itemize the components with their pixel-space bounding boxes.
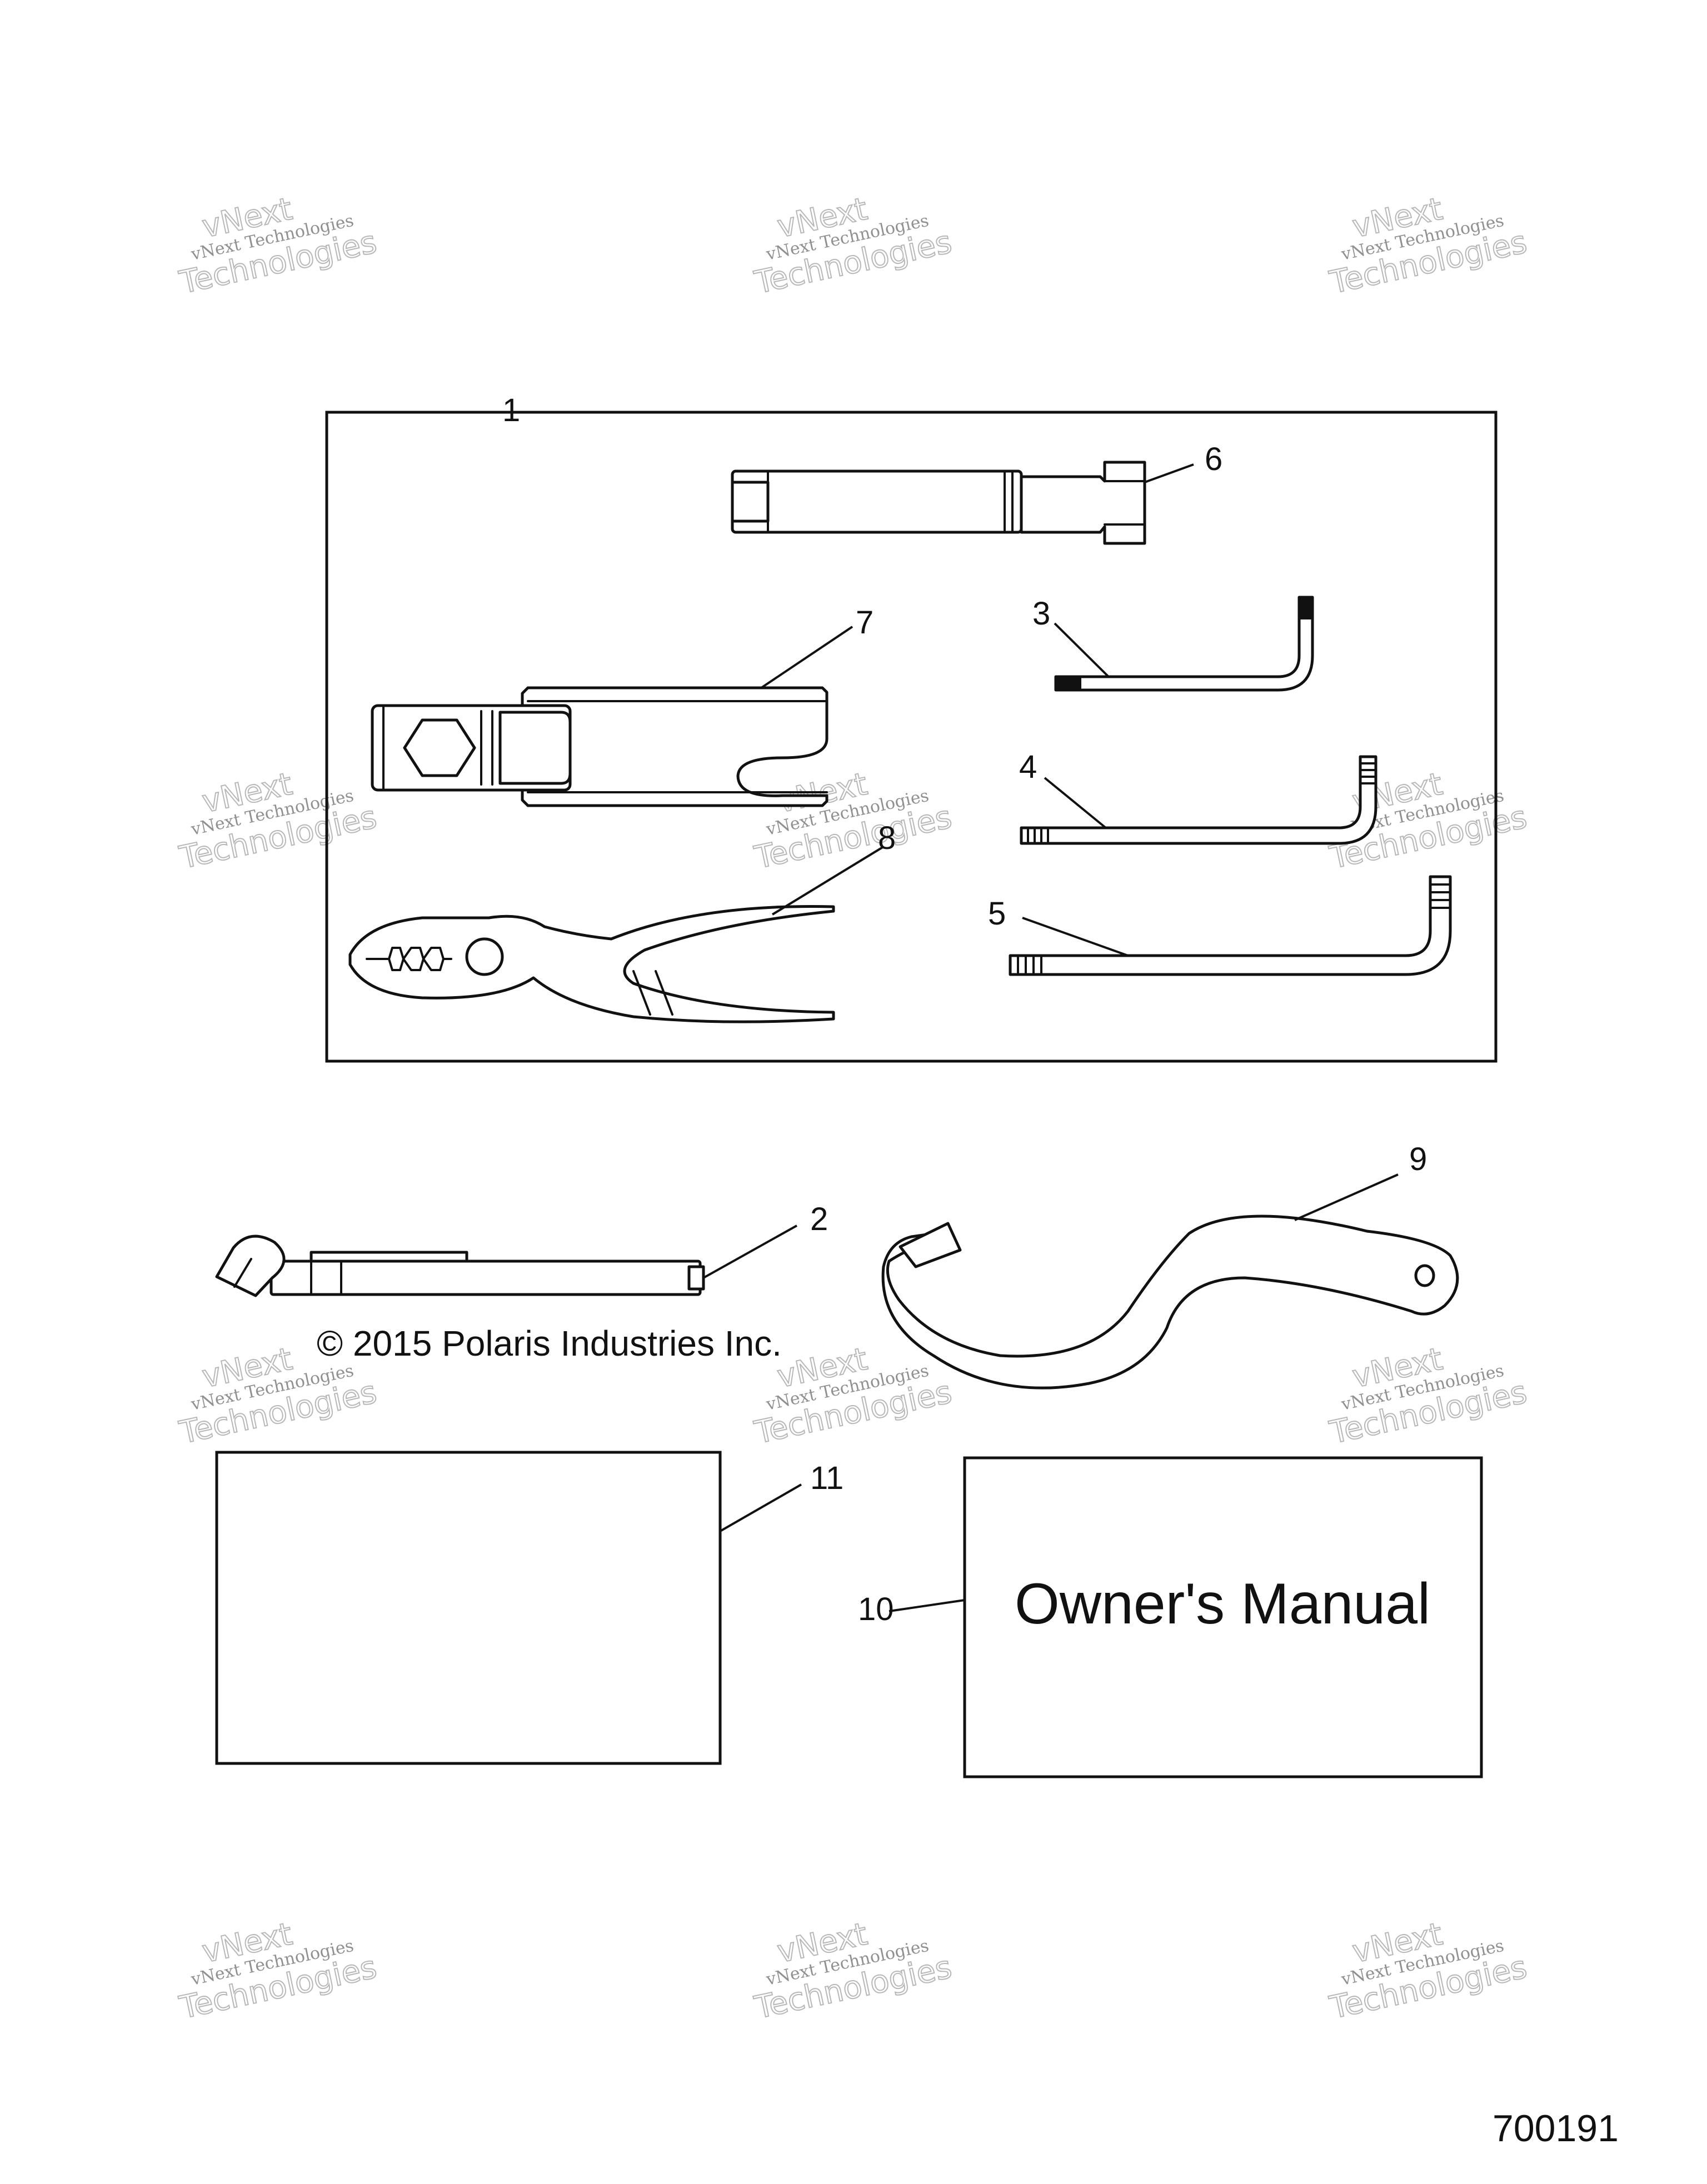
wrench-body (521, 686, 828, 807)
tool-kit-box[interactable] (325, 411, 1498, 1063)
watermarks: vNext vNext Technologies Technologies vN… (176, 191, 1530, 2027)
owners-manual[interactable] (963, 1456, 1483, 1778)
copyright-text: © 2015 Polaris Industries Inc. (317, 1323, 782, 1363)
tire-gauge-end (687, 1265, 705, 1291)
hex-key-small[interactable] (1054, 596, 1314, 692)
pliers[interactable] (348, 904, 835, 1023)
document[interactable] (215, 1451, 722, 1765)
hex-key-large-tip (1429, 883, 1451, 909)
leader-4 (1044, 777, 1107, 829)
hex-key-medium-body (1020, 755, 1377, 845)
callout-4: 4 (1019, 749, 1037, 785)
spanner-hole (1414, 1264, 1435, 1287)
watermark-r2-c3: vNext vNext Technologies Technologies (1326, 766, 1530, 877)
callout-6: 6 (1205, 441, 1222, 477)
leader-3 (1054, 622, 1110, 678)
pliers-jaw-teeth (366, 947, 452, 960)
spanner-wrench[interactable] (881, 1215, 1459, 1390)
hex-key-medium-tip (1359, 762, 1377, 784)
watermark-r1-c2: vNext vNext Technologies Technologies (751, 191, 955, 302)
socket-extension-drive (731, 481, 770, 523)
leader-6 (1144, 463, 1194, 483)
leader-9 (1294, 1173, 1399, 1221)
hex-key-large-body (1009, 875, 1452, 976)
callout-7: 7 (856, 604, 874, 641)
tire-gauge-clip (310, 1251, 468, 1263)
leader-8 (771, 846, 885, 916)
leader-7 (760, 626, 854, 689)
callout-2: 2 (810, 1201, 828, 1237)
pliers-body (348, 904, 835, 1023)
callout-3: 3 (1032, 596, 1050, 632)
callout-1: 1 (502, 392, 520, 428)
owners-manual-label: Owner's Manual (1015, 1572, 1430, 1636)
pliers-grip-lines (632, 970, 673, 1016)
open-end-wrench[interactable] (371, 686, 828, 807)
socket-extension-head (1020, 461, 1146, 545)
hex-key-large-tip (1017, 954, 1042, 976)
watermark-r2-c1: vNext vNext Technologies Technologies (176, 766, 380, 877)
hex-key-medium-tip (1027, 827, 1049, 844)
hex-key-medium[interactable] (1020, 755, 1377, 845)
wrench-slider (498, 711, 572, 785)
wrench-ribs (480, 710, 493, 786)
leader-11 (720, 1483, 802, 1532)
hex-key-large[interactable] (1009, 875, 1452, 976)
leader-10 (889, 1599, 965, 1612)
watermark-r1-c1: vNext vNext Technologies Technologies (176, 191, 380, 302)
hex-key-small-tip (1056, 677, 1081, 690)
watermark-r2-c2: vNext vNext Technologies Technologies (751, 766, 955, 877)
callout-10: 10 (858, 1591, 894, 1627)
callout-8: 8 (878, 820, 896, 856)
callout-9: 9 (1409, 1141, 1427, 1177)
hex-key-small-body (1054, 596, 1314, 692)
pliers-pivot (465, 937, 504, 976)
socket-extension[interactable] (731, 461, 1146, 545)
watermark-r4-c2: vNext vNext Technologies Technologies (751, 1916, 955, 2027)
tire-gauge-barrel (269, 1260, 702, 1296)
wrench-hex-socket (403, 718, 476, 777)
leader-2 (703, 1225, 797, 1279)
watermark-r4-c3: vNext vNext Technologies Technologies (1326, 1916, 1530, 2027)
tire-gauge[interactable] (215, 1235, 705, 1297)
callout-5: 5 (988, 896, 1006, 932)
tire-gauge-head (215, 1235, 286, 1297)
watermark-r3-c3: vNext vNext Technologies Technologies (1326, 1341, 1530, 1452)
spanner-hook (899, 1222, 962, 1268)
leader-5 (1022, 917, 1129, 957)
pliers-jaw-teeth (388, 958, 445, 971)
callout-11: 11 (810, 1460, 843, 1496)
hex-key-small-tip (1299, 597, 1312, 619)
spanner-body (881, 1215, 1459, 1390)
watermark-r1-c3: vNext vNext Technologies Technologies (1326, 191, 1530, 302)
diagram-number: 700191 (1493, 2107, 1619, 2150)
tire-gauge-head-edge (233, 1258, 252, 1288)
watermark-r4-c1: vNext vNext Technologies Technologies (176, 1916, 380, 2027)
socket-extension-shaft (731, 469, 1023, 534)
